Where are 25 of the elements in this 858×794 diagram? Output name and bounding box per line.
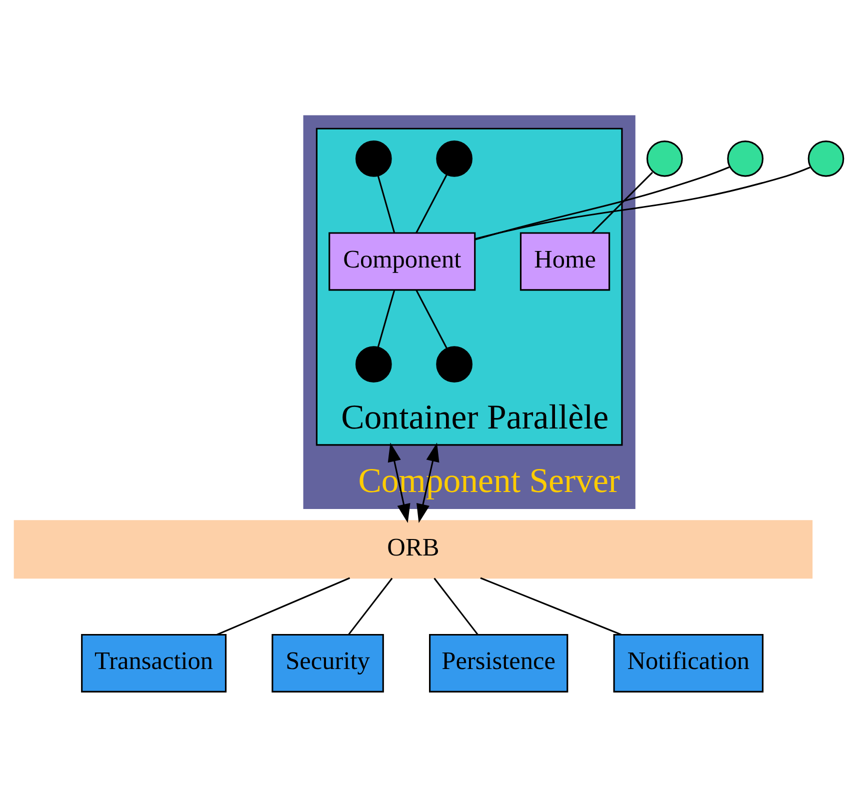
node-circle xyxy=(646,140,683,176)
node-box: Home xyxy=(520,232,610,290)
node-box: Persistence xyxy=(429,633,568,692)
connector xyxy=(591,171,653,233)
connector xyxy=(348,577,393,635)
node-box: Transaction xyxy=(81,633,227,692)
connector xyxy=(434,577,478,635)
node-circle xyxy=(808,140,844,176)
node-box: Security xyxy=(272,633,384,692)
connector xyxy=(216,576,350,635)
node-circle xyxy=(355,140,392,176)
node-circle xyxy=(436,140,472,176)
node-box: Component xyxy=(328,232,476,290)
connector xyxy=(480,576,622,635)
connector xyxy=(377,290,396,347)
connector xyxy=(416,174,448,233)
node-circle xyxy=(355,346,392,382)
node-box: Notification xyxy=(613,633,764,692)
node-circle xyxy=(436,346,472,382)
connector xyxy=(474,166,810,240)
node-circle xyxy=(727,140,764,176)
connector xyxy=(416,289,448,348)
node-box: ORB xyxy=(14,520,813,578)
connector xyxy=(475,166,730,240)
connector xyxy=(377,175,396,232)
